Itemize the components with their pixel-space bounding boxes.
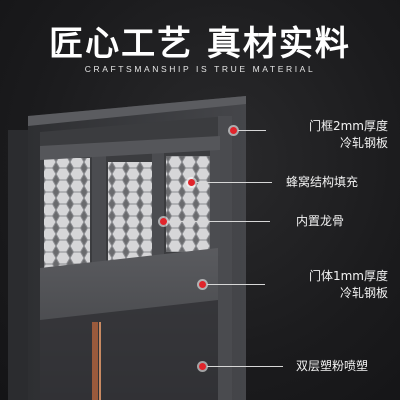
copper-strip: [92, 322, 98, 400]
keel-rib-3: [210, 146, 220, 256]
callout-line-powder: [207, 366, 283, 367]
callout-dot-honeycomb: [188, 179, 195, 186]
callout-line-frame: [238, 130, 266, 131]
callout-dot-keel: [160, 218, 167, 225]
callout-label-body: 门体1mm厚度 冷轧钢板: [308, 269, 388, 300]
callout-line-honeycomb: [196, 182, 272, 183]
callout-dot-frame: [230, 127, 237, 134]
keel-rib-2: [152, 150, 164, 262]
callout-label-frame: 门框2mm厚度 冷轧钢板: [308, 119, 388, 150]
callout-line-body: [207, 284, 265, 285]
callout-label-keel: 内置龙骨: [296, 214, 345, 228]
honeycomb-core-left: [44, 158, 90, 270]
callout-line-keel: [168, 221, 270, 222]
copper-strip-highlight: [99, 322, 101, 400]
door-frame-right: [218, 116, 232, 400]
page-title: 匠心工艺 真材实料: [49, 24, 351, 64]
powder-coat-layer: [40, 300, 218, 400]
honeycomb-core-right: [166, 156, 210, 252]
callout-label-powder: 双层塑粉喷塑: [296, 359, 369, 373]
callout-dot-body: [199, 281, 206, 288]
keel-top-bar: [40, 136, 220, 160]
callout-label-honeycomb: 蜂窝结构填充: [286, 175, 359, 189]
door-frame-top-edge: [28, 96, 246, 126]
callout-dot-powder: [199, 363, 206, 370]
page-subtitle: CRAFTSMANSHIP IS TRUE MATERIAL: [84, 64, 316, 74]
wall-edge: [8, 130, 30, 400]
honeycomb-core-middle: [108, 162, 152, 266]
keel-rib-1: [92, 150, 106, 268]
